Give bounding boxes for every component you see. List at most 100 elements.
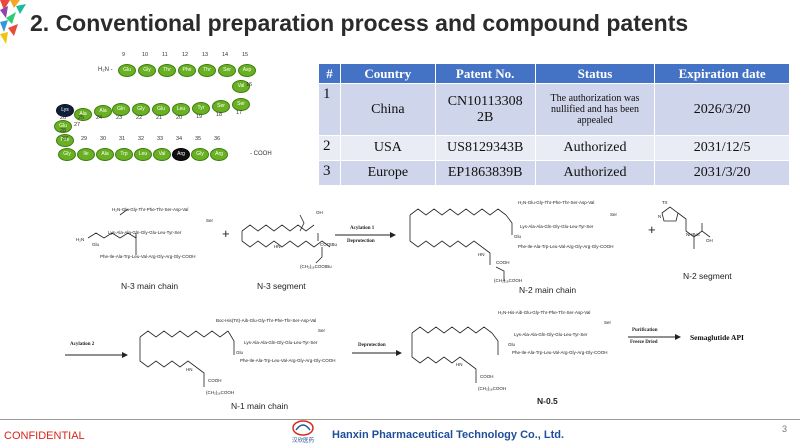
residue-20: Leu — [172, 103, 190, 116]
n2-chain-mid: Lys-Ala-Ala-Gln-Gly-Glu-Leu-Tyr-Ser — [520, 224, 594, 229]
n3-seg-chain: (CH₂)₁₆COOtBu — [300, 264, 332, 269]
n1-chain-mid: Lys-Ala-Ala-Gln-Gly-Glu-Leu-Tyr-Ser — [244, 340, 318, 345]
header-expiration: Expiration date — [654, 63, 790, 84]
n05-chain-top: H₂N-His-Aib-Glu-Gly-Thr-Phe-Thr-Ser-Asp-… — [498, 310, 591, 315]
n2-hn: HN — [478, 252, 485, 257]
residue-37: Gly — [58, 148, 76, 161]
residue-number-21: 21 — [156, 115, 163, 121]
residue-number-16: 16 — [246, 82, 253, 88]
n-terminus: H₂N - — [98, 67, 113, 73]
n1-hn: HN — [186, 367, 193, 372]
n3-seg-hn: HN — [274, 244, 281, 249]
residue-number-20: 20 — [176, 115, 183, 121]
residue-number-30: 30 — [100, 136, 107, 142]
n2-seg-n: N — [658, 214, 662, 219]
residue-31: Trp — [115, 148, 133, 161]
company-logo: 汉欣医药 — [292, 420, 314, 444]
residue-number-12: 12 — [182, 52, 189, 58]
acylation1-label: Acylation 1 — [350, 226, 375, 231]
purification-label: Purification — [632, 328, 658, 333]
residue-35: Gly — [191, 148, 209, 161]
residue-number-37: 37 — [62, 136, 69, 142]
residue-number-28: 28 — [60, 128, 67, 134]
slide-title: 2. Conventional preparation process and … — [30, 10, 689, 36]
residue-number-26: 26 — [60, 115, 67, 121]
row-country: China — [339, 83, 436, 136]
header-index: # — [318, 63, 341, 84]
n05-chain-glu: Glu — [508, 342, 516, 347]
residue-25: Ala — [74, 108, 92, 121]
residue-36: Arg — [210, 148, 228, 161]
residue-number-29: 29 — [81, 136, 88, 142]
row-expiration: 2031/12/5 — [654, 135, 790, 161]
table-row: 1 China CN10113308 2B The authorization … — [318, 83, 790, 136]
row-country: Europe — [339, 160, 436, 186]
row-index: 2 — [318, 135, 341, 161]
n2-chain-glu: Glu — [514, 234, 522, 239]
row-expiration: 2026/3/20 — [654, 83, 790, 136]
freeze-dried-label: Freeze Dried — [630, 340, 658, 345]
row-status: Authorized — [534, 135, 656, 161]
residue-number-18: 18 — [216, 112, 223, 118]
n3-chain-bot: Phe-Ile-Ala-Trp-Leu-Val-Arg-Gly-Arg-Gly-… — [100, 254, 196, 259]
row-patent-no: EP1863839B — [434, 160, 536, 186]
n2-cooh: COOH — [496, 260, 510, 265]
header-status: Status — [534, 63, 656, 84]
residue-number-36: 36 — [214, 136, 221, 142]
n3-chain-ser: Ser — [206, 218, 214, 223]
deprotection1-label: Deprotection — [347, 239, 375, 244]
acylation2-label: Acylation 2 — [70, 342, 95, 347]
residue-12: Phe — [178, 64, 196, 77]
residue-19: Tyr — [192, 102, 210, 115]
n2-seg-oh: OH — [706, 238, 713, 243]
n2-chain-ser: Ser — [610, 212, 618, 217]
footer-divider — [0, 419, 800, 420]
n1-chain-top: Boc-His(Trt)-Aib-Glu-Gly-Thr-Phe-Thr-Ser… — [216, 318, 317, 323]
residue-number-22: 22 — [136, 115, 143, 121]
residue-30: Ala — [96, 148, 114, 161]
residue-22: Gly — [132, 103, 150, 116]
patent-table: # Country Patent No. Status Expiration d… — [318, 63, 790, 186]
residue-number-25: 25 — [78, 115, 85, 121]
residue-29: Ile — [77, 148, 95, 161]
n3-seg-oh: OH — [316, 210, 323, 215]
residue-number-17: 17 — [236, 110, 243, 116]
residue-number-35: 35 — [195, 136, 202, 142]
residue-16: Val — [232, 80, 250, 93]
residue-number-14: 14 — [222, 52, 229, 58]
residue-32: Leu — [134, 148, 152, 161]
residue-9: Glu — [118, 64, 136, 77]
residue-18: Ser — [212, 100, 230, 113]
residue-number-32: 32 — [138, 136, 145, 142]
residue-21: Glu — [152, 103, 170, 116]
residue-number-13: 13 — [202, 52, 209, 58]
residue-13: Thr — [198, 64, 216, 77]
n1-main-chain-caption: N-1 main chain — [231, 401, 289, 411]
residue-33: Val — [153, 148, 171, 161]
plus-sign: + — [222, 226, 230, 241]
n05-chain-ser: Ser — [604, 320, 612, 325]
row-patent-no: US8129343B — [434, 135, 536, 161]
residue-number-27: 27 — [74, 122, 81, 128]
confidential-label: CONFIDENTIAL — [4, 430, 85, 442]
page-number: 3 — [782, 424, 788, 434]
row-status: Authorized — [534, 160, 656, 186]
table-row: 3 Europe EP1863839B Authorized 2031/3/20 — [318, 160, 790, 186]
n2-seg-nhboc: NHBoc — [686, 232, 701, 237]
company-name: Hanxin Pharmaceutical Technology Co., Lt… — [332, 429, 565, 441]
n05-chain-mid: Lys-Ala-Ala-Gln-Gly-Glu-Leu-Tyr-Ser — [514, 332, 588, 337]
residue-14: Ser — [218, 64, 236, 77]
row-patent-no: CN10113308 2B — [434, 83, 536, 136]
n3-segment-caption: N-3 segment — [257, 281, 306, 291]
n2-chain-top: H₂N-Glu-Gly-Thr-Phe-Thr-Ser-Asp-Val — [518, 200, 595, 205]
semaglutide-api-label: Semaglutide API — [690, 333, 744, 342]
patent-no-line2: 2B — [476, 109, 494, 125]
residue-34: Arg — [172, 148, 190, 161]
n05-chain-side: (CH₂)₁₆COOH — [478, 386, 507, 391]
residue-26: Lys — [56, 104, 74, 117]
n05-caption: N-0.5 — [537, 396, 558, 406]
patent-no-line1: CN10113308 — [447, 93, 523, 109]
residue-27: Glu — [54, 120, 72, 133]
table-row: 2 USA US8129343B Authorized 2031/12/5 — [318, 135, 790, 161]
residue-23: Gln — [112, 103, 130, 116]
